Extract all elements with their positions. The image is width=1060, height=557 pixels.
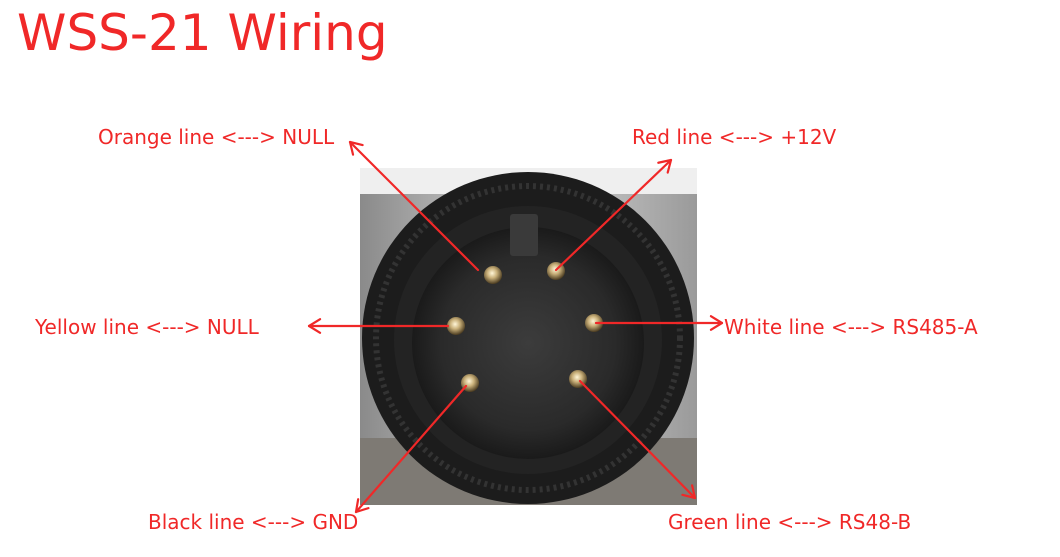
connector-photo bbox=[360, 168, 697, 505]
pin-label-green: Green line <---> RS48-B bbox=[668, 510, 912, 534]
pin-label-white: White line <---> RS485-A bbox=[724, 315, 978, 339]
pin-label-yellow: Yellow line <---> NULL bbox=[35, 315, 259, 339]
pin-label-red: Red line <---> +12V bbox=[632, 125, 837, 149]
pin-label-black: Black line <---> GND bbox=[148, 510, 359, 534]
pin-label-orange: Orange line <---> NULL bbox=[98, 125, 335, 149]
page-title: WSS-21 Wiring bbox=[17, 4, 388, 62]
